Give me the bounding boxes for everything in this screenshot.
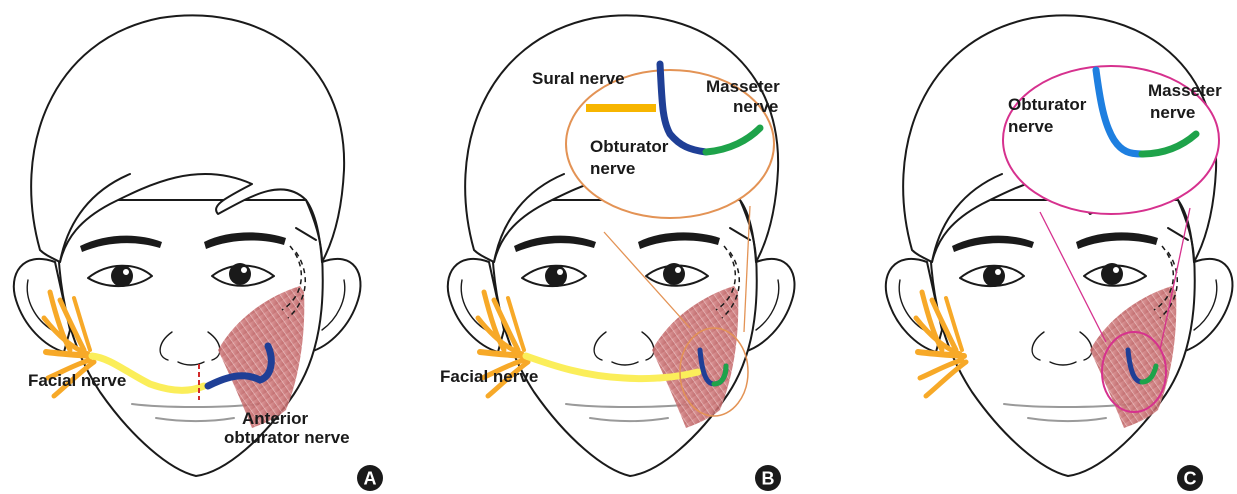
panel-badge-label: A — [364, 469, 377, 489]
label-obturator-nerve: nerve — [1008, 117, 1053, 136]
panel-badge-label: C — [1184, 469, 1197, 489]
label-obturator: Obturator — [1008, 95, 1087, 114]
panel-a: Facial nerve Anterior obturator nerve A — [14, 15, 383, 491]
panel-badge-label: B — [762, 469, 775, 489]
label-sural-nerve: Sural nerve — [532, 69, 625, 88]
label-obturator: Obturator — [590, 137, 669, 156]
panel-b: Sural nerve Masseter nerve Obturator ner… — [440, 15, 794, 491]
label-obturator-nerve: obturator nerve — [224, 428, 350, 447]
label-masseter-nerve: nerve — [1150, 103, 1195, 122]
label-facial-nerve: Facial nerve — [28, 371, 126, 390]
label-facial-nerve: Facial nerve — [440, 367, 538, 386]
label-obturator-nerve: nerve — [590, 159, 635, 178]
label-masseter: Masseter — [706, 77, 780, 96]
label-anterior: Anterior — [242, 409, 309, 428]
label-masseter: Masseter — [1148, 81, 1222, 100]
panel-c: Obturator nerve Masseter nerve C — [886, 15, 1233, 491]
label-masseter-nerve: nerve — [733, 97, 778, 116]
